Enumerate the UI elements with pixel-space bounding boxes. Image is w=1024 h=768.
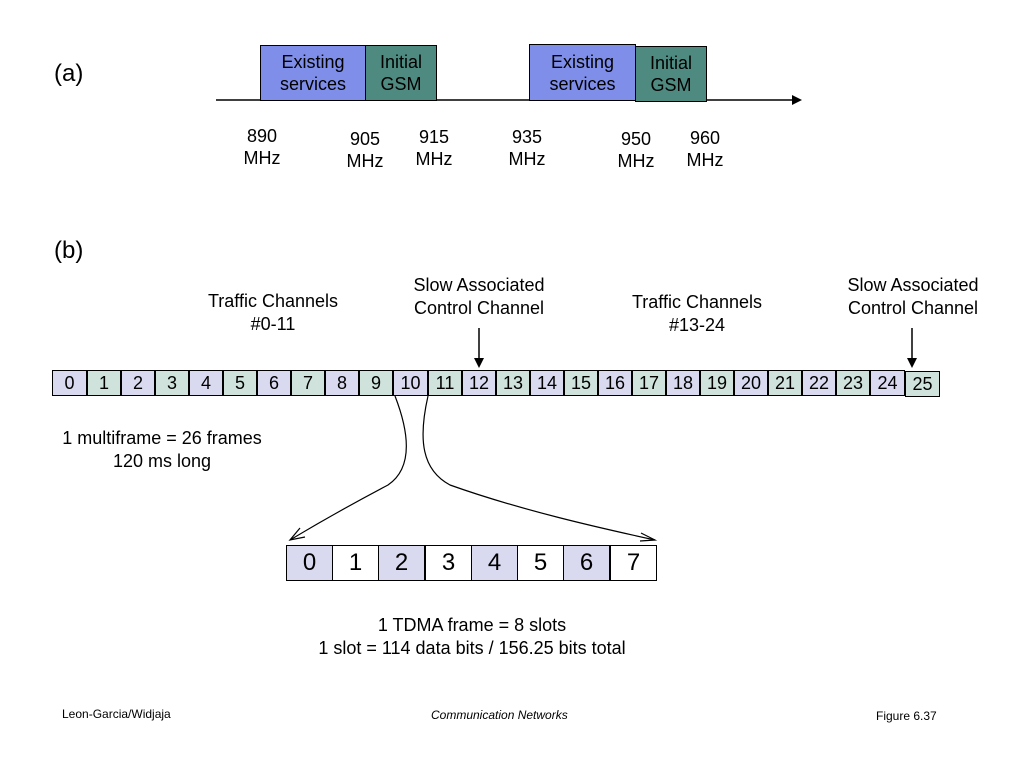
traffic-channels-left-label: Traffic Channels#0-11 — [207, 291, 339, 334]
frame-slot: 8 — [325, 370, 359, 396]
frame-slot-sacch: 25 — [905, 371, 940, 397]
tdma-slot: 1 — [332, 545, 379, 581]
tdma-frame: 0 1 2 3 4 5 6 7 — [286, 545, 657, 581]
traffic-channels-right-label: Traffic Channels#13-24 — [631, 292, 763, 335]
band-text: Initial — [649, 53, 693, 73]
frame-slot: 17 — [632, 370, 666, 396]
frame-slot-sacch: 12 — [462, 370, 496, 396]
frame-slot: 5 — [223, 370, 257, 396]
frame-slot: 6 — [257, 370, 291, 396]
frame-slot: 3 — [155, 370, 189, 396]
footer-book-title: Communication Networks — [431, 708, 568, 722]
frame-slot: 9 — [359, 370, 393, 396]
frame-slot: 21 — [768, 370, 802, 396]
tdma-slot: 0 — [286, 545, 333, 581]
tdma-slot: 7 — [610, 545, 657, 581]
band-text: Existing — [281, 52, 345, 72]
frame-slot: 14 — [530, 370, 564, 396]
band-text: Existing — [550, 51, 614, 72]
frame-slot: 0 — [52, 370, 87, 396]
expansion-arrowhead-right — [639, 532, 658, 542]
tdma-slot: 3 — [425, 545, 472, 581]
frame-slot: 24 — [870, 370, 905, 396]
frame-slot: 16 — [598, 370, 632, 396]
frame-slot: 7 — [291, 370, 325, 396]
expansion-arrowhead-left — [288, 527, 306, 541]
band-text: services — [549, 73, 616, 94]
frame-slot: 13 — [496, 370, 530, 396]
frame-slot: 23 — [836, 370, 870, 396]
band-text: GSM — [380, 74, 422, 94]
frame-slot: 2 — [121, 370, 155, 396]
tdma-slot: 6 — [563, 545, 610, 581]
frame-slot: 20 — [734, 370, 768, 396]
band-text: services — [279, 74, 346, 94]
frame-slot: 1 — [87, 370, 121, 396]
part-b-label: (b) — [54, 237, 84, 264]
part-a-label: (a) — [54, 60, 84, 87]
expansion-curve-left — [289, 395, 407, 541]
frame-slot: 10 — [393, 370, 428, 396]
multiframe-row: 0 1 2 3 4 5 6 7 8 9 10 11 12 13 14 15 16… — [52, 370, 940, 397]
frame-slot: 22 — [802, 370, 836, 396]
band-text: Initial — [379, 52, 423, 72]
frame-slot: 4 — [189, 370, 223, 396]
sacch-arrowhead-1 — [474, 358, 484, 368]
frame-slot: 11 — [428, 370, 462, 396]
tdma-slot: 5 — [517, 545, 564, 581]
frame-slot: 19 — [700, 370, 734, 396]
frequency-axis-arrowhead — [792, 95, 802, 105]
frame-slot: 18 — [666, 370, 700, 396]
expansion-curve-right — [422, 395, 656, 541]
frame-slot: 15 — [564, 370, 598, 396]
footer-figure-number: Figure 6.37 — [876, 709, 937, 723]
sacch-arrowhead-2 — [907, 358, 917, 368]
band-text: GSM — [650, 75, 692, 95]
footer-author: Leon-Garcia/Widjaja — [62, 707, 171, 721]
tdma-slot: 2 — [378, 545, 425, 581]
tdma-slot: 4 — [471, 545, 518, 581]
